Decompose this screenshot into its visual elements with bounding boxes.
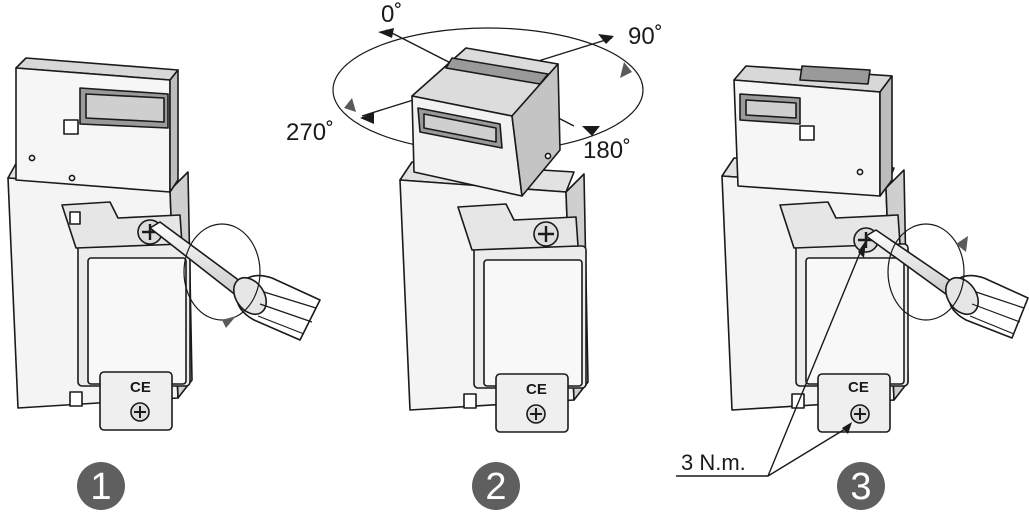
step-2-panel: 0˚ 90˚ 270˚ 180˚ — [286, 1, 663, 510]
cover-screw — [130, 402, 150, 422]
tighten-rotation-arrow — [887, 223, 968, 321]
step-1-number: 1 — [90, 466, 111, 508]
ce-mark: CE — [526, 381, 547, 398]
head-screw — [533, 221, 559, 247]
actuator-head — [15, 57, 179, 193]
cover-screw — [850, 404, 870, 424]
step-1-panel: CE 1 — [7, 57, 321, 510]
step-2-number: 2 — [485, 466, 506, 508]
torque-leader-lines — [676, 240, 866, 477]
switch-body — [399, 161, 589, 433]
switch-body — [7, 159, 193, 431]
torque-label: 3 N.m. — [681, 450, 746, 475]
ce-mark: CE — [130, 379, 151, 396]
angle-180-label: 180˚ — [583, 137, 631, 164]
angle-270-label: 270˚ — [286, 119, 334, 146]
cover-screw — [526, 404, 546, 424]
actuator-head-rotated — [411, 47, 561, 197]
step-3-badge: 3 — [837, 462, 885, 510]
ce-mark: CE — [848, 379, 869, 396]
unscrew-rotation-arrow — [183, 223, 261, 328]
switch-body — [721, 157, 909, 433]
screwdriver — [149, 221, 321, 341]
step-3-number: 3 — [850, 466, 871, 508]
step-2-badge: 2 — [472, 462, 520, 510]
angle-90-label: 90˚ — [628, 23, 663, 50]
actuator-head — [733, 65, 893, 197]
angle-0-label: 0˚ — [381, 1, 402, 28]
step-3-panel: CE 3 N.m. 3 — [676, 65, 1029, 510]
step-1-badge: 1 — [77, 462, 125, 510]
